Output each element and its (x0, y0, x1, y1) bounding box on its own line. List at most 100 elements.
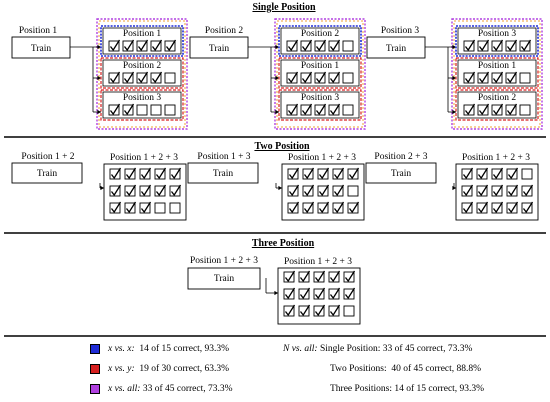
check-cell (300, 71, 313, 84)
check-mark-icon (315, 103, 327, 116)
checkbox-checked (317, 185, 329, 197)
check-cell (287, 184, 300, 197)
checkbox-checked (521, 202, 533, 214)
check-mark-icon (318, 184, 330, 197)
result-box-x-vs-x (455, 25, 539, 57)
check-mark-icon (333, 167, 345, 180)
check-cell (461, 201, 474, 214)
check-cell (298, 270, 311, 283)
check-mark-icon (522, 201, 534, 214)
check-mark-icon (478, 71, 490, 84)
result-box (455, 163, 539, 221)
checkbox-empty (342, 104, 354, 116)
check-mark-icon (301, 71, 313, 84)
checkbox-empty (169, 202, 181, 214)
arrow-head (97, 44, 101, 50)
result-title: Position 2 (478, 93, 517, 103)
train-label: Train (391, 169, 411, 179)
check-cell (313, 304, 326, 317)
checkbox-checked (108, 72, 120, 84)
check-cell (122, 71, 135, 84)
check-mark-icon (110, 184, 122, 197)
checkbox-checked (109, 168, 121, 180)
check-cell (343, 270, 356, 283)
check-cell (314, 39, 327, 52)
check-cell (313, 270, 326, 283)
check-cell (136, 104, 148, 116)
legend-row-two: Two Positions: 40 of 45 correct, 88.8% (330, 364, 481, 374)
check-mark-icon (314, 287, 326, 300)
check-mark-icon (123, 103, 135, 116)
check-mark-icon (314, 270, 326, 283)
check-mark-icon (287, 103, 299, 116)
checkbox-empty (342, 72, 354, 84)
train-title: Position 1 + 2 + 3 (190, 256, 258, 266)
checkbox-checked (505, 40, 517, 52)
checkbox-checked (476, 202, 488, 214)
check-mark-icon (492, 103, 504, 116)
checkbox-checked (328, 40, 340, 52)
checkbox-checked (314, 72, 326, 84)
result-title: Position 1 (478, 61, 517, 71)
checkbox-checked (109, 185, 121, 197)
check-cell (314, 103, 327, 116)
checkbox-checked (108, 40, 120, 52)
checkbox-checked (463, 72, 475, 84)
checkbox-checked (164, 40, 176, 52)
result-box (280, 91, 360, 119)
arrow-head (97, 75, 101, 81)
checkbox-checked (122, 72, 134, 84)
checkbox-checked (343, 271, 355, 283)
check-mark-icon (329, 103, 341, 116)
check-cell (169, 167, 182, 180)
checkbox-checked (136, 40, 148, 52)
arrow-head (452, 44, 456, 50)
checkbox-checked (461, 202, 473, 214)
check-mark-icon (477, 184, 489, 197)
checkbox-checked (139, 185, 151, 197)
check-cell (347, 185, 359, 197)
checkbox-checked (298, 288, 310, 300)
check-cell (506, 184, 519, 197)
check-mark-icon (522, 184, 534, 197)
checkbox-checked (313, 305, 325, 317)
train-label: Train (213, 169, 233, 179)
result-box (281, 163, 365, 221)
check-cell (109, 167, 122, 180)
check-cell (122, 103, 135, 116)
train-title: Position 1 + 3 (197, 152, 250, 162)
checkbox-checked (521, 185, 533, 197)
check-cell (169, 202, 181, 214)
check-cell (136, 71, 149, 84)
check-mark-icon (303, 201, 315, 214)
checkbox-checked (286, 40, 298, 52)
check-cell (317, 167, 330, 180)
check-mark-icon (492, 71, 504, 84)
check-cell (328, 71, 341, 84)
check-cell (347, 201, 360, 214)
arrow-head (452, 185, 456, 191)
check-mark-icon (333, 184, 345, 197)
check-cell (154, 167, 167, 180)
check-mark-icon (478, 39, 490, 52)
check-mark-icon (140, 167, 152, 180)
check-mark-icon (288, 184, 300, 197)
check-cell (124, 201, 137, 214)
check-cell (521, 184, 534, 197)
result-box-x-vs-y (278, 89, 362, 121)
check-cell (332, 184, 345, 197)
checkbox-checked (154, 185, 166, 197)
check-mark-icon (110, 201, 122, 214)
legend-value: 14 of 15 correct, 93.3% (394, 384, 485, 394)
check-mark-icon (303, 184, 315, 197)
check-cell (328, 103, 341, 116)
result-title: Position 3 (301, 93, 340, 103)
check-mark-icon (284, 270, 296, 283)
train-label: Train (386, 44, 406, 54)
result-title: Position 1 + 2 + 3 (288, 153, 356, 163)
check-mark-icon (506, 103, 518, 116)
checkbox-checked (506, 185, 518, 197)
check-mark-icon (287, 71, 299, 84)
check-mark-icon (478, 103, 490, 116)
check-mark-icon (299, 287, 311, 300)
